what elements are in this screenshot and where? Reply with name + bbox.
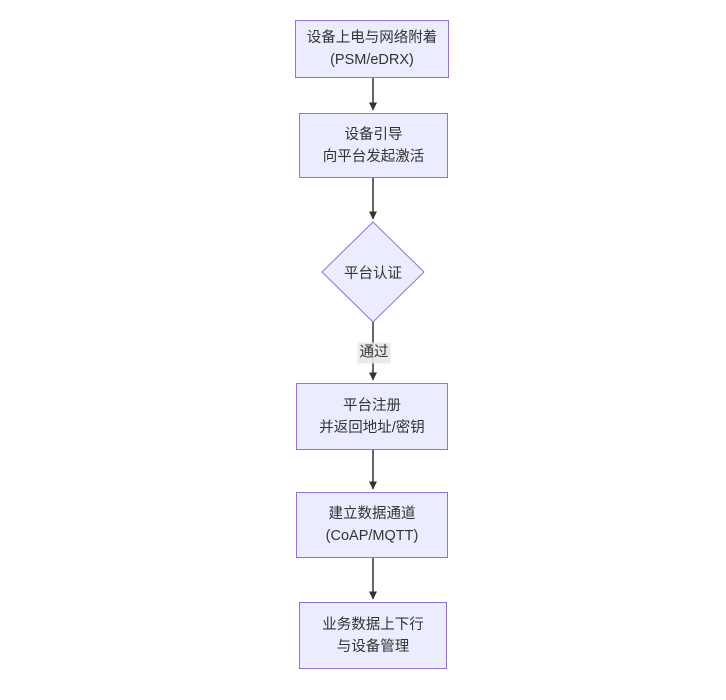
flow-node-platform-auth: 平台认证 <box>322 222 424 322</box>
decision-diamond-shape <box>321 221 425 323</box>
node-text-line: 平台注册 <box>343 397 401 414</box>
node-text-line: 建立数据通道 <box>328 506 416 522</box>
node-text-line: 平台认证 <box>344 265 402 282</box>
node-text-line: 与设备管理 <box>336 638 410 655</box>
flow-node-platform-register: 平台注册 并返回地址/密钥 <box>296 383 448 450</box>
node-text-line: 设备上电与网络附着 <box>306 30 438 46</box>
node-text-line: 设备引导 <box>344 126 403 143</box>
flow-node-bootstrap: 设备引导 向平台发起激活 <box>299 113 448 178</box>
node-text-line: 业务数据上下行 <box>322 616 424 633</box>
flow-node-power-attach: 设备上电与网络附着 (PSM/eDRX) <box>295 20 449 78</box>
node-text-line: (CoAP/MQTT) <box>325 528 419 544</box>
edge-label-pass: 通过 <box>357 342 391 364</box>
node-text-line: (PSM/eDRX) <box>330 52 414 68</box>
node-text-line: 向平台发起激活 <box>322 148 425 165</box>
flow-node-business-data: 业务数据上下行 与设备管理 <box>299 602 447 669</box>
node-text-line: 并返回地址/密钥 <box>319 419 425 436</box>
flow-node-data-channel: 建立数据通道 (CoAP/MQTT) <box>296 492 448 558</box>
